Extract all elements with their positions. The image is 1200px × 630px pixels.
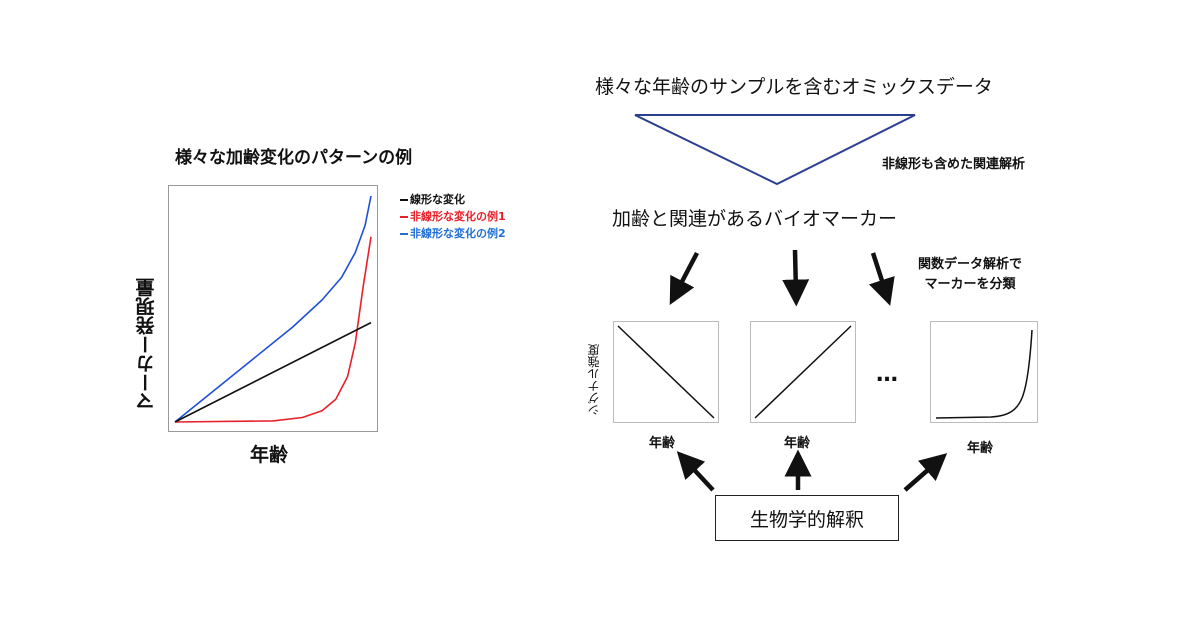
series-line-0 <box>174 321 372 423</box>
mini-age-label-2: 年齢 <box>784 436 811 451</box>
funnel-triangle <box>634 114 916 186</box>
legend-item-nonlinear-2: 非線形な変化の例2 <box>400 225 506 241</box>
arrow-down-center <box>782 249 810 307</box>
mini-plot-decreasing <box>613 321 719 423</box>
signal-intensity-label: シグナル強度 <box>587 344 601 416</box>
ellipsis-dots: … <box>876 362 900 387</box>
mini-age-label-1: 年齢 <box>649 436 676 451</box>
legend-swatch <box>400 199 408 201</box>
increasing-line <box>754 325 852 419</box>
mini-plot-svg <box>617 325 715 419</box>
arrow-down-right <box>868 252 895 306</box>
triangle-shape <box>634 114 916 186</box>
mini-plot-exponential <box>930 321 1038 423</box>
arrow-up-right <box>903 453 948 492</box>
legend-label: 非線形な変化の例1 <box>410 210 506 223</box>
fda-label: 関数データ解析で マーカーを分類 <box>918 255 1022 295</box>
series-line-1 <box>174 236 372 423</box>
arrow-down-left <box>669 251 699 305</box>
mini-plot-increasing <box>750 321 856 423</box>
mini-age-label-3: 年齢 <box>967 441 994 456</box>
chart-x-axis-label: 年齢 <box>250 444 289 466</box>
arrow-up-left <box>676 451 715 492</box>
omics-data-text: 様々な年齢のサンプルを含むオミックスデータ <box>595 76 993 98</box>
mini-plot-svg <box>754 325 852 419</box>
legend-item-linear: 線形な変化 <box>400 191 465 207</box>
legend-swatch <box>400 233 408 235</box>
exponential-curve <box>935 329 1033 419</box>
legend-label: 線形な変化 <box>410 193 465 206</box>
biological-interpretation-box: 生物学的解釈 <box>715 495 899 541</box>
legend-label: 非線形な変化の例2 <box>410 227 506 240</box>
series-line-2 <box>174 195 372 423</box>
biomarker-text: 加齢と関連があるバイオマーカー <box>612 208 898 230</box>
decreasing-line <box>617 325 715 419</box>
association-analysis-label: 非線形も含めた関連解析 <box>882 157 1026 172</box>
legend-item-nonlinear-1: 非線形な変化の例1 <box>400 208 506 224</box>
chart-plot-area <box>168 185 378 432</box>
fda-label-line2: マーカーを分類 <box>924 277 1016 292</box>
mini-plot-svg <box>935 329 1033 419</box>
chart-svg <box>174 195 372 423</box>
chart-title: 様々な加齢変化のパターンの例 <box>175 148 413 168</box>
fda-label-line1: 関数データ解析で <box>918 257 1023 272</box>
legend-swatch <box>400 216 408 218</box>
